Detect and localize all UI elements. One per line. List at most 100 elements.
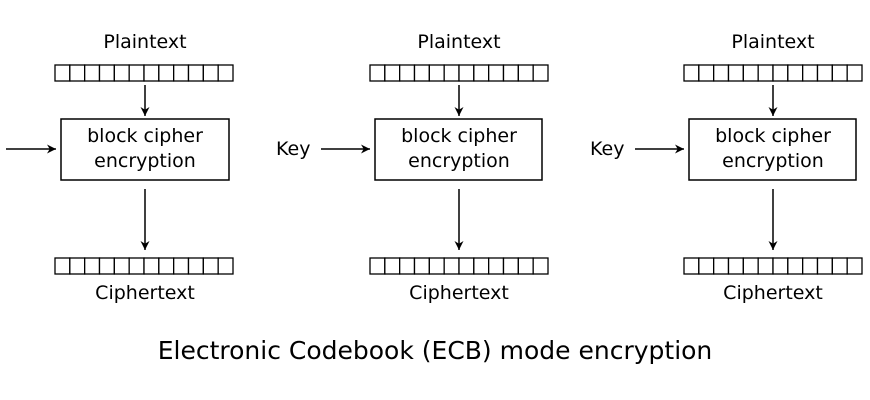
ciphertext-label-3: Ciphertext — [723, 282, 823, 304]
block-cell — [128, 257, 145, 275]
block-cell — [713, 64, 730, 82]
block-cell — [757, 64, 774, 82]
block-cell — [532, 257, 549, 275]
block-cell — [683, 64, 700, 82]
block-cell — [384, 257, 401, 275]
block-cell — [158, 64, 175, 82]
block-cell — [143, 257, 160, 275]
cipher-box-line1-3: block cipher — [715, 125, 831, 147]
block-cell — [802, 257, 819, 275]
plaintext-label-1: Plaintext — [103, 31, 187, 53]
block-cell — [458, 257, 475, 275]
block-cell — [772, 64, 789, 82]
block-cell — [158, 257, 175, 275]
block-cell — [787, 64, 804, 82]
block-cell — [517, 64, 534, 82]
block-cell — [98, 64, 115, 82]
plaintext-label-2: Plaintext — [417, 31, 501, 53]
block-cell — [143, 64, 160, 82]
block-cell — [84, 64, 101, 82]
block-cell — [128, 64, 145, 82]
cipher-box-line2-1: encryption — [94, 150, 196, 172]
block-cell — [187, 64, 204, 82]
block-cell — [369, 257, 386, 275]
block-cell — [458, 64, 475, 82]
block-cell — [399, 64, 416, 82]
block-cell — [473, 257, 490, 275]
cipher-box-label-1: block cipher encryption — [87, 124, 203, 174]
cipher-box-2 — [374, 118, 543, 181]
block-cell — [428, 257, 445, 275]
block-cell — [473, 64, 490, 82]
block-cell — [443, 64, 460, 82]
block-cell — [757, 257, 774, 275]
block-cell — [742, 257, 759, 275]
block-cell — [217, 64, 234, 82]
stage-2 — [321, 64, 549, 275]
block-cell — [173, 64, 190, 82]
block-cell — [173, 257, 190, 275]
block-cell — [428, 64, 445, 82]
block-cell — [787, 257, 804, 275]
block-cell — [831, 257, 848, 275]
block-cell — [816, 257, 833, 275]
ciphertext-block-2 — [369, 257, 549, 275]
block-cell — [802, 64, 819, 82]
block-cell — [113, 64, 130, 82]
cipher-box-3 — [688, 118, 857, 181]
cipher-box-line2-2: encryption — [408, 150, 510, 172]
cipher-box-1 — [60, 118, 230, 181]
block-cell — [532, 64, 549, 82]
block-cell — [846, 64, 863, 82]
block-cell — [698, 257, 715, 275]
block-cell — [217, 257, 234, 275]
block-cell — [98, 257, 115, 275]
block-cell — [831, 64, 848, 82]
ciphertext-label-2: Ciphertext — [409, 282, 509, 304]
cipher-box-label-3: block cipher encryption — [715, 124, 831, 174]
block-cell — [187, 257, 204, 275]
key-label-2: Key — [276, 138, 311, 160]
block-cell — [772, 257, 789, 275]
block-cell — [698, 64, 715, 82]
block-cell — [727, 64, 744, 82]
block-cell — [683, 257, 700, 275]
block-cell — [84, 257, 101, 275]
stage-1 — [6, 64, 234, 275]
ciphertext-block-3 — [683, 257, 863, 275]
block-cell — [54, 64, 71, 82]
cipher-box-line2-3: encryption — [722, 150, 824, 172]
block-cell — [202, 257, 219, 275]
block-cell — [488, 257, 505, 275]
ciphertext-block-1 — [54, 257, 234, 275]
block-cell — [846, 257, 863, 275]
block-cell — [502, 257, 519, 275]
block-cell — [54, 257, 71, 275]
cipher-box-line1-2: block cipher — [401, 125, 517, 147]
key-label-3: Key — [590, 138, 625, 160]
block-cell — [399, 257, 416, 275]
block-cell — [384, 64, 401, 82]
block-cell — [413, 64, 430, 82]
block-cell — [369, 64, 386, 82]
block-cell — [69, 64, 86, 82]
plaintext-block-2 — [369, 64, 549, 82]
block-cell — [816, 64, 833, 82]
block-cell — [488, 64, 505, 82]
block-cell — [713, 257, 730, 275]
block-cell — [443, 257, 460, 275]
ciphertext-label-1: Ciphertext — [95, 282, 195, 304]
diagram-caption: Electronic Codebook (ECB) mode encryptio… — [157, 336, 713, 365]
block-cell — [413, 257, 430, 275]
cipher-box-label-2: block cipher encryption — [401, 124, 517, 174]
block-cell — [502, 64, 519, 82]
plaintext-label-3: Plaintext — [731, 31, 815, 53]
stage-3 — [635, 64, 863, 275]
block-cell — [202, 64, 219, 82]
block-cell — [113, 257, 130, 275]
plaintext-block-1 — [54, 64, 234, 82]
block-cell — [742, 64, 759, 82]
plaintext-block-3 — [683, 64, 863, 82]
block-cell — [517, 257, 534, 275]
